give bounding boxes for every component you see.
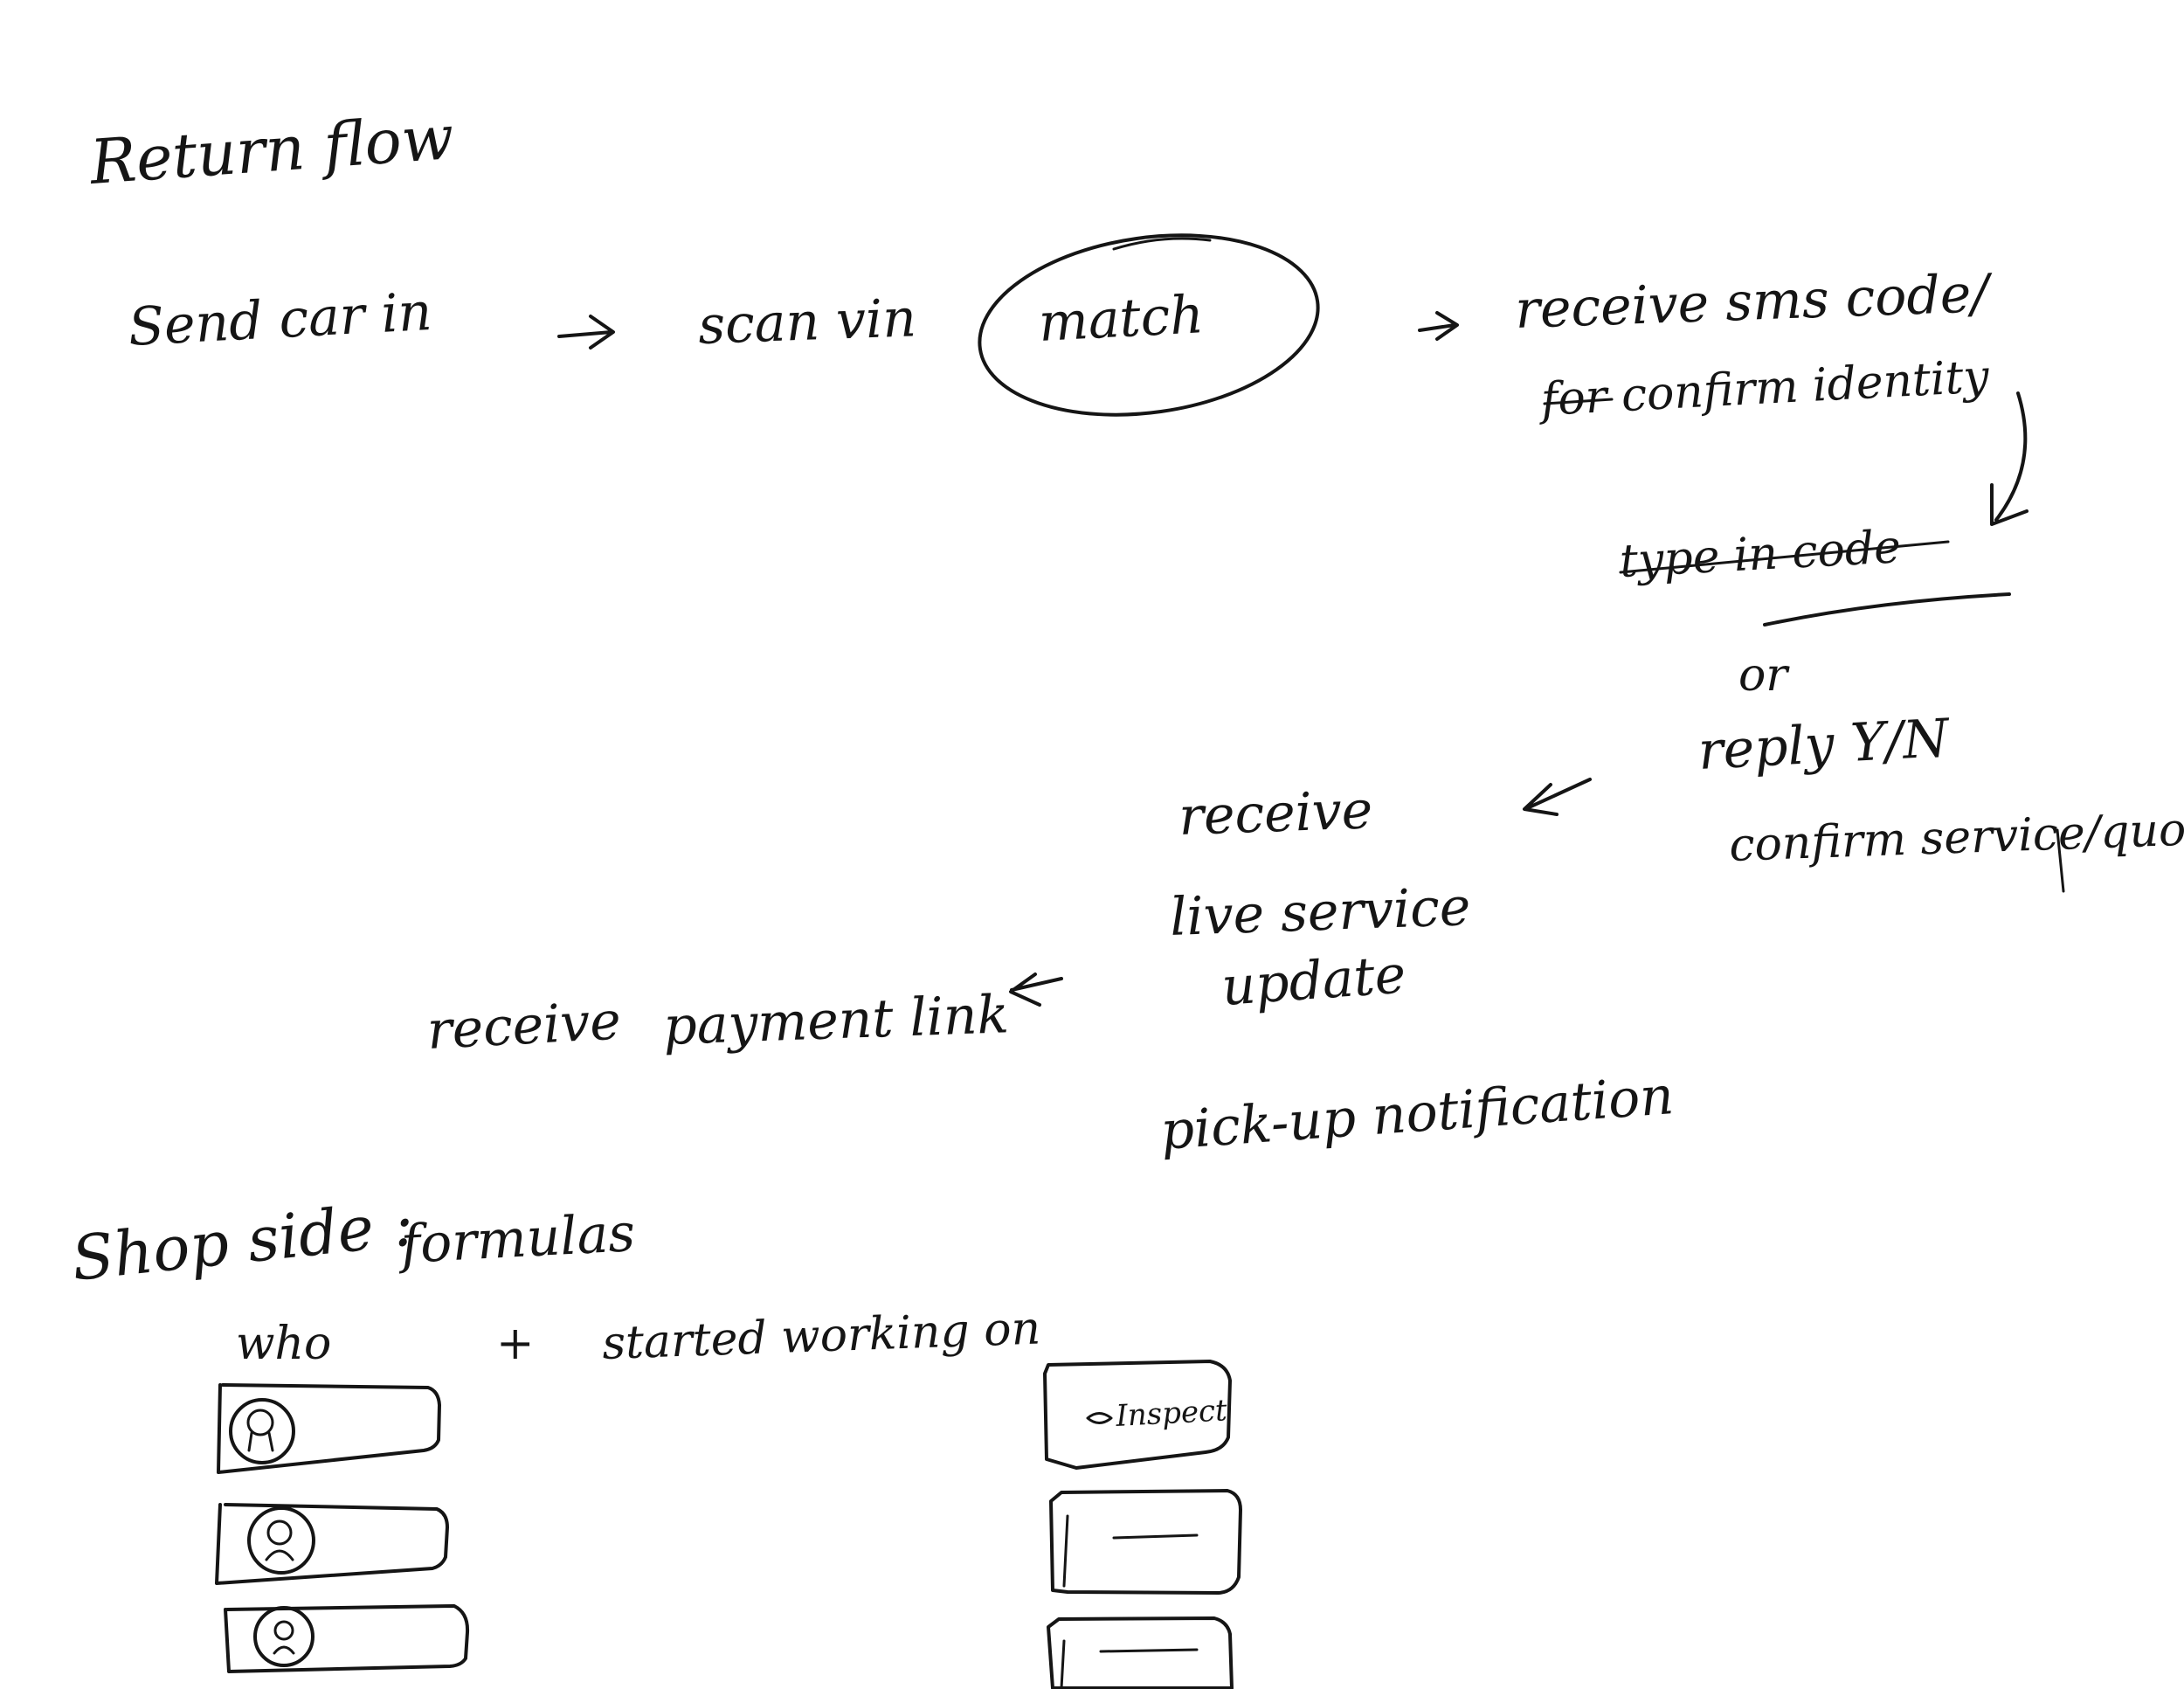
quote-slash-tail [2056, 828, 2065, 893]
step-reply-yn: reply Y/N [1697, 708, 1952, 782]
avatar-icon [253, 1606, 314, 1667]
step-confirm-identity: for confirm identity [1537, 350, 1991, 426]
working-on-button-3[interactable] [1047, 1616, 1234, 1689]
inspect-label: Inspect [1114, 1393, 1228, 1434]
inspect-button[interactable]: Inspect [1043, 1360, 1232, 1470]
step-send-car-in: Send car in [127, 281, 433, 358]
shop-side-heading: Shop side : [68, 1187, 417, 1295]
underline-code [1763, 592, 2011, 626]
step-confirm-service-quote: confirm service/quote. [1728, 801, 2184, 872]
avatar-icon [247, 1506, 315, 1575]
step-receive-sms-code: receive sms code/ [1514, 263, 1994, 341]
step-or: or [1738, 649, 1790, 702]
step-receive: receive [1178, 779, 1373, 848]
step-payment-link: payment link [662, 984, 1010, 1057]
step-receive-2: receive [425, 990, 622, 1062]
step-live-service: live service [1169, 876, 1471, 948]
strike-for [1543, 398, 1614, 405]
arrow-icon [1009, 973, 1063, 1007]
col-plus: + [496, 1318, 535, 1370]
shop-side-formulas: formulas [396, 1202, 637, 1276]
strike-type-in-code [1619, 540, 1950, 574]
eye-icon [1086, 1412, 1113, 1424]
step-update: update [1220, 944, 1407, 1018]
arrow-icon [1418, 311, 1459, 341]
step-pickup-notification: pick-up notification [1158, 1065, 1676, 1162]
step-match: match [1037, 284, 1205, 354]
avatar-icon [229, 1398, 295, 1464]
who-button-3[interactable] [224, 1604, 470, 1673]
arrow-icon [1990, 391, 2028, 526]
col-started-working-on: started working on [601, 1303, 1041, 1370]
step-type-in-code: type in code [1619, 521, 1903, 588]
arrow-icon [557, 315, 615, 350]
arrow-icon [1523, 778, 1592, 816]
working-on-button-2[interactable] [1049, 1489, 1242, 1595]
ellipse-overlap-stroke [1112, 237, 1212, 251]
col-who: who [236, 1318, 331, 1370]
match-ellipse [978, 233, 1320, 417]
step-scan-vin: scan vin [697, 287, 917, 356]
diagram-title: Return flow [86, 101, 456, 198]
who-button-2[interactable] [215, 1503, 449, 1585]
who-button-1[interactable] [217, 1383, 441, 1474]
